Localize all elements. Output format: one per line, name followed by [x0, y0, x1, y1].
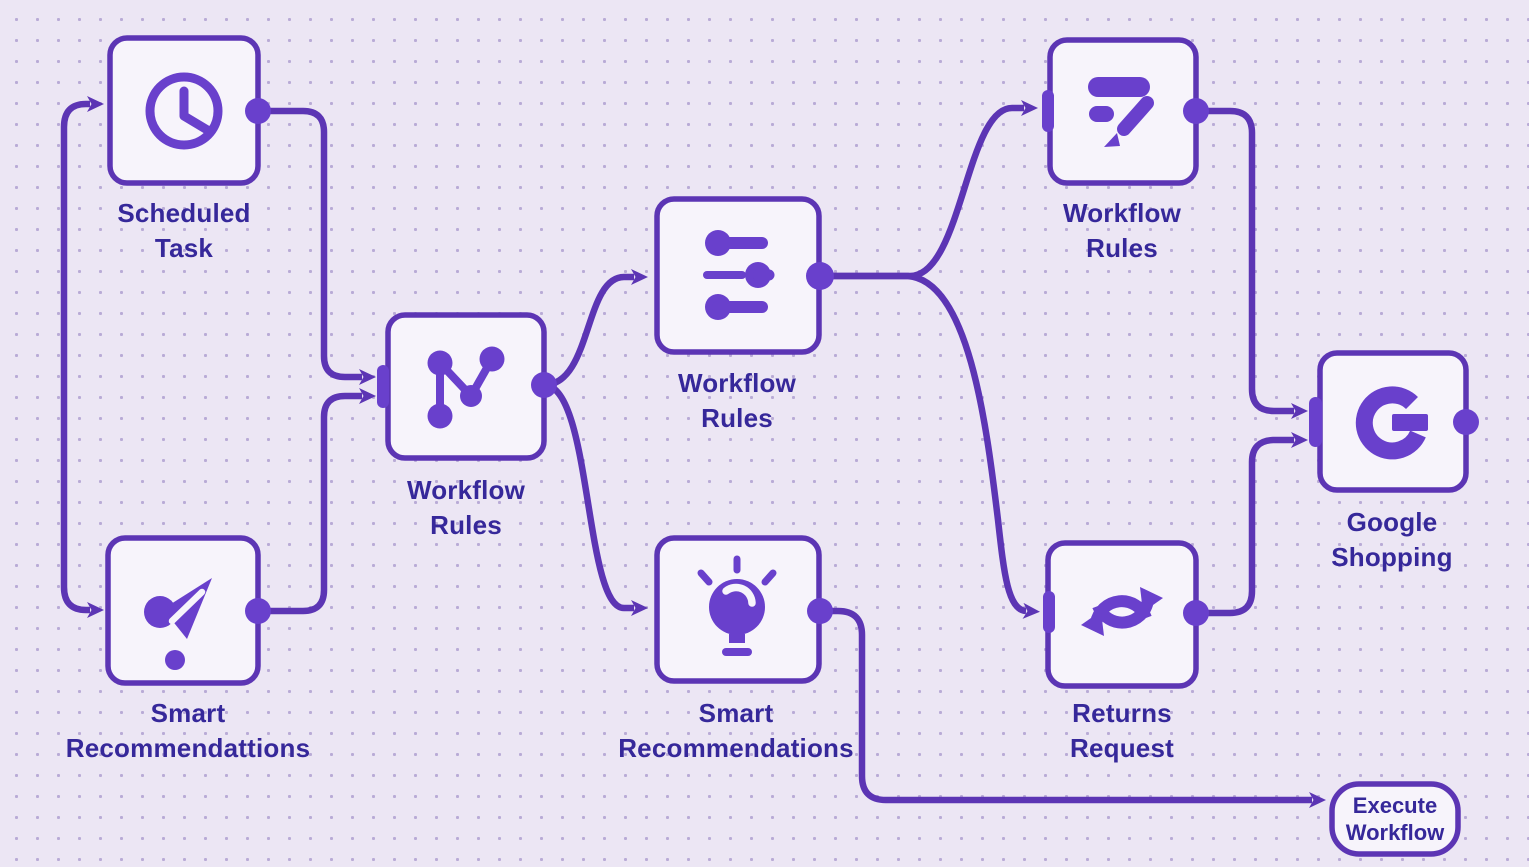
output-port[interactable] [531, 372, 557, 398]
node-label-returns-request: Returns Request [1070, 696, 1174, 766]
label-line: Rules [1086, 233, 1158, 263]
edge-workflow-rules-top-workflow-rules-right[interactable] [820, 100, 1038, 280]
label-line: Rules [701, 403, 773, 433]
output-port[interactable] [245, 98, 271, 124]
sync-icon [1081, 587, 1163, 636]
input-port[interactable] [377, 365, 389, 408]
label-line: Google [1346, 507, 1438, 537]
label-line: Rules [430, 510, 502, 540]
node-scheduled-task[interactable] [107, 35, 271, 186]
edge-entry-smart-recommendattions[interactable] [60, 360, 104, 618]
output-port[interactable] [806, 262, 834, 290]
node-label-workflow-rules-right: Workflow Rules [1063, 196, 1181, 266]
node-label-workflow-rules-main: Workflow Rules [407, 473, 525, 543]
label-line: Shopping [1331, 542, 1453, 572]
label-line: Returns [1072, 698, 1172, 728]
lightbulb-icon [697, 555, 777, 656]
filter-pencil-icon [1088, 77, 1154, 147]
output-port[interactable] [1183, 98, 1209, 124]
node-graph-icon [427, 346, 505, 429]
node-workflow-rules-right[interactable] [1042, 37, 1209, 186]
edge-workflow-rules-main-smart-recommendations[interactable] [543, 381, 648, 616]
edge-smart-recommendattions-workflow-rules-main[interactable] [258, 388, 376, 615]
edge-smart-recommendations-execute-workflow[interactable] [820, 607, 1326, 808]
edge-workflow-rules-main-workflow-rules-top[interactable] [543, 269, 648, 389]
edge-returns-request-google-shopping[interactable] [1196, 432, 1308, 617]
label-line: Scheduled [117, 198, 251, 228]
label-line: Recommendattions [65, 733, 311, 763]
label-line: Execute [1352, 793, 1438, 818]
node-returns-request[interactable] [1043, 540, 1209, 689]
label-line: Workflow [677, 368, 797, 398]
output-port[interactable] [245, 598, 271, 624]
input-port[interactable] [1309, 397, 1322, 447]
edge-workflow-rules-right-google-shopping[interactable] [1196, 107, 1308, 419]
label-line: Workflow [406, 475, 526, 505]
node-execute-workflow[interactable] [1329, 781, 1461, 857]
label-line: Workflow [1062, 198, 1182, 228]
google-g-icon [1355, 386, 1428, 460]
sliders-icon [703, 230, 775, 320]
node-smart-recommendations[interactable] [654, 535, 833, 684]
node-workflow-rules-top[interactable] [654, 196, 834, 355]
node-box[interactable] [1045, 540, 1199, 689]
output-port[interactable] [1183, 600, 1209, 626]
output-port[interactable] [1453, 409, 1479, 435]
edge-scheduled-task-workflow-rules-main[interactable] [258, 107, 376, 385]
node-smart-recommendattions[interactable] [105, 535, 271, 686]
node-box[interactable] [1047, 37, 1199, 186]
input-port[interactable] [1042, 90, 1054, 132]
node-label-execute-workflow: Execute Workflow [1346, 792, 1445, 846]
node-workflow-rules-main[interactable] [377, 312, 557, 461]
node-label-smart-recommendattions: Smart Recommendattions [66, 696, 310, 766]
node-google-shopping[interactable] [1309, 350, 1479, 493]
edge-workflow-rules-top-returns-request[interactable] [820, 272, 1040, 619]
node-label-smart-recommendations: Smart Recommendations [618, 696, 854, 766]
label-line: Task [154, 233, 214, 263]
send-icon [144, 578, 212, 670]
node-label-workflow-rules-top: Workflow Rules [678, 366, 796, 436]
input-port[interactable] [1043, 591, 1055, 633]
label-line: Workflow [1345, 820, 1445, 845]
label-line: Smart [698, 698, 774, 728]
node-label-scheduled-task: Scheduled Task [117, 196, 250, 266]
node-box[interactable] [1329, 781, 1461, 857]
label-line: Smart [150, 698, 226, 728]
label-line: Recommendations [618, 733, 854, 763]
clock-icon [145, 72, 223, 150]
label-line: Request [1070, 733, 1174, 763]
edge-entry-scheduled-task[interactable] [60, 96, 104, 360]
node-label-google-shopping: Google Shopping [1331, 505, 1452, 575]
output-port[interactable] [807, 598, 833, 624]
